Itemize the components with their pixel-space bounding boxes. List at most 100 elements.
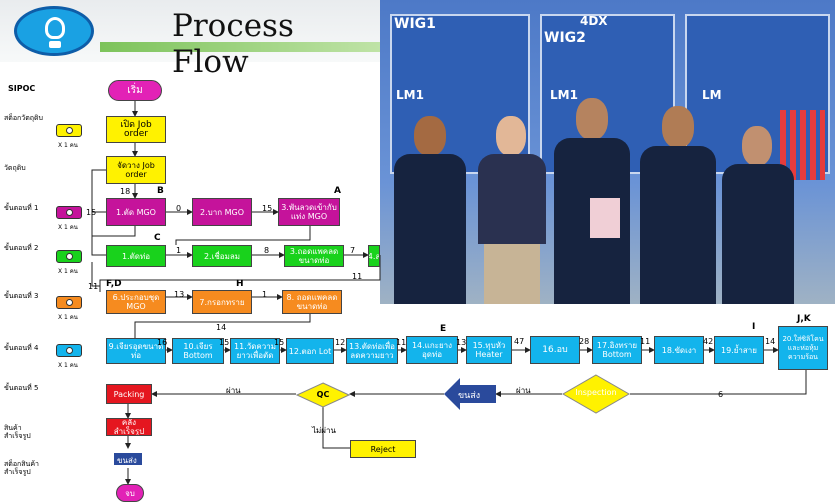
worker-icon	[56, 206, 82, 219]
board-label: LM1	[550, 88, 578, 102]
edge-label: 13	[456, 338, 467, 347]
person	[472, 116, 552, 304]
edge-label: 16	[157, 338, 168, 347]
warehouse-node: คลังสำเร็จรูป	[106, 418, 152, 436]
board-label: WIG2	[544, 30, 586, 46]
staff-caption: X 1 คน	[58, 314, 78, 321]
worker-icon	[56, 250, 82, 263]
job-open-node: เปิด Job order	[106, 116, 166, 143]
sipoc-row: ขั้นตอนที่ 5	[4, 384, 39, 392]
ship-label: ขนส่ง	[117, 456, 137, 465]
step-16: 16.อบ	[530, 336, 580, 364]
edge-label: 14	[216, 323, 227, 332]
edge-label: 15	[262, 204, 273, 213]
edge-label: 15	[219, 338, 230, 347]
step-19: 19.ย้ำสาย	[714, 336, 764, 364]
edge-label: ผ่าน	[516, 386, 531, 395]
step-18: 18.ขัดเงา	[654, 336, 704, 364]
start-node: เริ่ม	[108, 80, 162, 101]
step-notch-mgo: 2.บาก MGO	[192, 198, 252, 226]
page-title: Process Flow	[172, 8, 294, 80]
marker-label: I	[752, 322, 756, 332]
person	[718, 126, 798, 304]
lightbulb-logo-icon	[14, 6, 94, 56]
edge-label: 15	[274, 338, 285, 347]
edge-label: 6	[718, 390, 724, 399]
step-17: 17.อิงทราย Bottom	[592, 336, 642, 364]
staff-caption: X 1 คน	[58, 142, 78, 149]
marker-label: J,K	[797, 314, 811, 324]
edge-label: 14	[765, 337, 776, 346]
step-wrap-wire: 3.พันลวดเข้ากับแท่ง MGO	[278, 198, 340, 226]
staff-caption: X 1 คน	[58, 224, 78, 231]
board-label: 4DX	[580, 14, 608, 28]
person	[636, 106, 720, 304]
inspection-label: Inspection	[575, 388, 617, 397]
worker-icon	[56, 296, 82, 309]
sipoc-row: สินค้าสำเร็จรูป	[4, 424, 31, 440]
edge-label: 28	[579, 337, 590, 346]
step-cut-mgo: 1.ตัด MGO	[106, 198, 166, 226]
edge-label: 7	[350, 246, 356, 255]
sipoc-row: ขั้นตอนที่ 2	[4, 244, 39, 252]
edge-label: 0	[176, 204, 182, 213]
step-fill-sand: 7.กรอกทราย	[192, 290, 252, 314]
ship-arrow-1: ขนส่ง	[444, 378, 496, 410]
edge-label: 11	[352, 272, 363, 281]
person	[390, 116, 470, 304]
edge-label: ไม่ผ่าน	[312, 426, 336, 435]
step-weld: 2.เชื่อมลม	[192, 245, 252, 267]
step-assemble-mgo: 6.ประกอบชุด MGO	[106, 290, 166, 314]
reject-node: Reject	[350, 440, 416, 458]
header-green-strip	[100, 42, 380, 52]
edge-label: 11	[88, 282, 99, 291]
marker-label: H	[236, 279, 244, 289]
marker-label: E	[440, 324, 447, 334]
step-15: 15.ทุบหัว Heater	[466, 336, 512, 364]
marker-label: F,D	[106, 279, 122, 289]
qc-decision: QC	[296, 382, 350, 408]
sipoc-row: สต็อกวัตถุดิบ	[4, 114, 43, 122]
step-reduce-tube-2: 8. ถอดแพคลดขนาดท่อ	[282, 290, 342, 314]
sipoc-row: ขั้นตอนที่ 1	[4, 204, 39, 212]
board-label: WIG1	[394, 16, 436, 32]
board-label: LM1	[396, 88, 424, 102]
worker-icon	[56, 344, 82, 357]
step-14: 14.แกะยางอุดท่อ	[406, 336, 458, 364]
ship-arrow-2: ขนส่ง	[114, 448, 142, 470]
edge-label: 15	[86, 208, 97, 217]
person	[550, 98, 634, 304]
edge-label: 1	[262, 290, 268, 299]
end-node: จบ	[116, 484, 144, 502]
edge-label: 42	[703, 337, 714, 346]
edge-label: ผ่าน	[226, 386, 241, 395]
ship-label: ขนส่ง	[458, 391, 481, 401]
sipoc-row: ขั้นตอนที่ 4	[4, 344, 39, 352]
step-9: 9.เจียรอุดขนาดท่อ	[106, 338, 166, 364]
sipoc-row: วัตถุดิบ	[4, 164, 26, 172]
edge-label: 1	[176, 246, 182, 255]
marker-label: A	[334, 186, 341, 196]
worker-icon	[56, 124, 82, 137]
sipoc-row: ขั้นตอนที่ 3	[4, 292, 39, 300]
step-4-partial: 4.ล	[368, 245, 380, 267]
step-11: 11.วัดความยาวเพื่อตัด	[230, 338, 280, 364]
edge-label: 18	[120, 187, 131, 196]
job-prep-node: จัดวาง Job order	[106, 156, 166, 184]
sipoc-title: SIPOC	[8, 84, 36, 93]
edge-label: 11	[396, 338, 407, 347]
step-12: 12.ตอก Lot	[286, 338, 334, 364]
step-13: 13.ตัดท่อเพื่อลดความยาว	[346, 338, 398, 364]
team-photo: WIG1 4DX WIG2 LM1 LM1 LM	[380, 0, 835, 304]
edge-label: 12	[335, 338, 346, 347]
staff-caption: X 1 คน	[58, 362, 78, 369]
step-10: 10.เจียร Bottom	[172, 338, 224, 364]
board-label: LM	[702, 88, 722, 102]
step-20: 20.ใส่ซิลิโคนและห่อหุ้มความร้อน	[778, 326, 828, 370]
step-reduce-tube: 3.ถอดแพคลดขนาดท่อ	[284, 245, 344, 267]
packing-node: Packing	[106, 384, 152, 404]
edge-label: 8	[264, 246, 270, 255]
qc-label: QC	[316, 390, 330, 399]
edge-label: 11	[640, 337, 651, 346]
